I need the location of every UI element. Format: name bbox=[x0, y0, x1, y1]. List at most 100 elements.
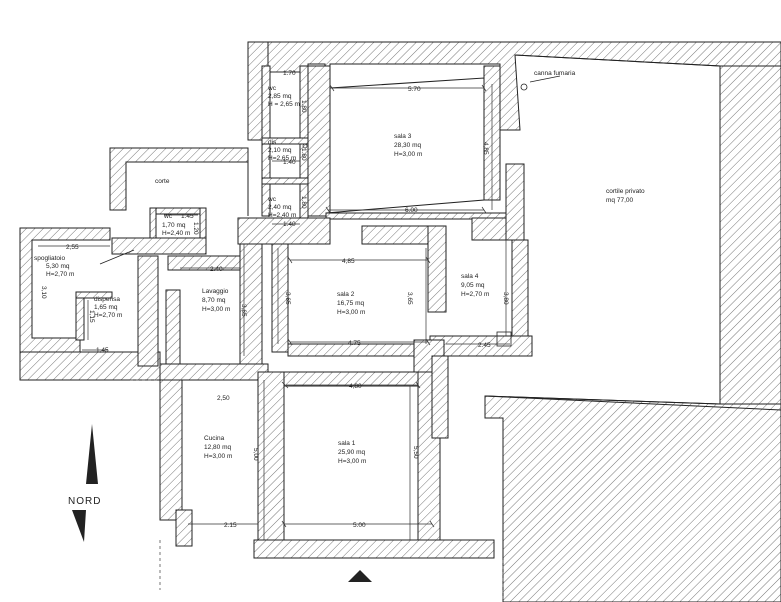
dim-180b: 1.80 bbox=[300, 148, 307, 161]
wall-wc-div1 bbox=[261, 137, 309, 145]
dim-475: 4.75 bbox=[348, 340, 361, 347]
dis-height: H=2,65 m bbox=[268, 155, 296, 162]
cucina-name: Cucina bbox=[204, 435, 225, 442]
wall-dispensa-left bbox=[75, 291, 85, 341]
dashed-boundaries bbox=[130, 379, 504, 602]
sala2-area: 16,75 mq bbox=[337, 300, 364, 307]
spogliatoio-area: 5,30 mq bbox=[46, 263, 70, 270]
dim-180a: 1.80 bbox=[300, 100, 307, 113]
dimension-labels: 5.70 6.00 1.70 1.40 1.40 1.45 2,55 1,45 … bbox=[40, 70, 509, 529]
dispensa-area: 1,65 mq bbox=[94, 304, 118, 311]
sala1-area: 25,90 mq bbox=[338, 449, 365, 456]
wall-sala4-topright bbox=[505, 163, 525, 241]
dim-485: 4,85 bbox=[342, 258, 355, 265]
sala3-height: H=3,00 m bbox=[394, 151, 422, 158]
wc-top-area: 2,85 mq bbox=[268, 93, 292, 100]
dim-145: 1.45 bbox=[181, 213, 194, 220]
outer-walls bbox=[19, 41, 781, 602]
room-labels: sala 3 28,30 mq H=3,00 m sala 2 16,75 mq… bbox=[34, 70, 645, 465]
north-arrow: NORD bbox=[68, 424, 101, 542]
north-label: NORD bbox=[68, 496, 101, 507]
dim-180c: 1.80 bbox=[300, 196, 307, 209]
wall-spogliatoio bbox=[19, 227, 111, 353]
dim-245: 2.45 bbox=[478, 342, 491, 349]
dim-170: 1.70 bbox=[283, 70, 296, 77]
dim-550b: 5,50 bbox=[412, 446, 419, 459]
north-arrow-upper bbox=[86, 424, 98, 484]
dis-name: dis bbox=[268, 139, 277, 146]
dis-area: 2,10 mq bbox=[268, 147, 292, 154]
dim-365b: 3,65 bbox=[284, 292, 291, 305]
dim-600: 6.00 bbox=[405, 207, 418, 214]
dimension-lines bbox=[38, 71, 510, 540]
wall-cucina-left bbox=[159, 379, 183, 521]
wall-sala4-right bbox=[511, 239, 529, 341]
dim-570: 5.70 bbox=[408, 86, 421, 93]
sala1-height: H=3,00 m bbox=[338, 458, 366, 465]
sala2-name: sala 2 bbox=[337, 291, 355, 298]
cucina-area: 12,80 mq bbox=[204, 444, 231, 451]
lavaggio-area: 8,70 mq bbox=[202, 297, 226, 304]
chimney-circle bbox=[520, 83, 528, 91]
wc-mid-area: 2,40 mq bbox=[268, 204, 292, 211]
wall-bottom-right bbox=[484, 395, 781, 602]
dim-380: 3,80 bbox=[502, 292, 509, 305]
dim-365a: 3,65 bbox=[240, 304, 247, 317]
dim-250: 2,50 bbox=[217, 395, 230, 402]
wall-lavaggio-left bbox=[165, 289, 181, 365]
wall-cucina-right bbox=[257, 371, 285, 551]
cucina-height: H=3,00 m bbox=[204, 453, 232, 460]
wc-small-height: H=2,40 m bbox=[162, 230, 190, 237]
chimney-box bbox=[496, 331, 512, 347]
dim-145b: 1,45 bbox=[96, 347, 109, 354]
wall-cucina-top bbox=[159, 363, 269, 381]
dim-120: 1.20 bbox=[192, 222, 199, 235]
wall-wcsmall-top bbox=[149, 207, 207, 215]
wc-top-height: H = 2,65 m bbox=[268, 101, 300, 108]
dim-240: 2.40 bbox=[210, 266, 223, 273]
wall-dispensa-top bbox=[75, 291, 113, 299]
wall-wc-thick bbox=[307, 65, 331, 217]
canna-leader bbox=[529, 75, 561, 83]
wall-cucina-bl bbox=[175, 509, 193, 547]
canna-fumaria-label: canna fumaria bbox=[534, 70, 576, 77]
spogliatoio-height: H=2,70 m bbox=[46, 271, 74, 278]
wall-bottom bbox=[253, 539, 495, 559]
dim-215: 2.15 bbox=[224, 522, 237, 529]
corte-outline bbox=[126, 161, 249, 216]
dim-255: 2,55 bbox=[66, 244, 79, 251]
sala3-outline bbox=[325, 77, 485, 214]
dim-500v: 5,00 bbox=[252, 448, 259, 461]
wall-lavaggio-top2 bbox=[167, 255, 241, 271]
north-arrow-lower bbox=[72, 510, 86, 542]
dim-140b: 1.40 bbox=[283, 221, 296, 228]
lavaggio-name: Lavaggio bbox=[202, 288, 229, 295]
wc-mid-name: wc bbox=[267, 196, 277, 203]
entrance-marker-icon bbox=[348, 570, 372, 582]
wc-small-area: 1,70 mq bbox=[162, 222, 186, 229]
sala4-height: H=2,70 m bbox=[461, 291, 489, 298]
wall-wcsmall-right bbox=[199, 207, 207, 243]
sala1-name: sala 1 bbox=[338, 440, 356, 447]
dispensa-name: dispensa bbox=[94, 296, 120, 303]
sala4-name: sala 4 bbox=[461, 273, 479, 280]
fixture-dot bbox=[302, 143, 308, 149]
wall-wc-div2 bbox=[261, 177, 309, 185]
door-leaf bbox=[99, 249, 135, 265]
dim-485v: 4,85 bbox=[482, 142, 489, 155]
dim-480: 4,80 bbox=[349, 383, 362, 390]
lavaggio-height: H=3,00 m bbox=[202, 306, 230, 313]
sala4-area: 9,05 mq bbox=[461, 282, 485, 289]
wall-right bbox=[719, 65, 781, 405]
dim-500: 5.00 bbox=[353, 522, 366, 529]
dim-115: 1,15 bbox=[88, 310, 95, 323]
wall-spogliatoio-right bbox=[137, 255, 159, 367]
dim-365c: 3,65 bbox=[406, 292, 413, 305]
interior-walls bbox=[75, 65, 533, 559]
dim-140a: 1.40 bbox=[283, 159, 296, 166]
wc-mid-height: H=2,40 m bbox=[268, 212, 296, 219]
cortile-name: cortile privato bbox=[606, 188, 645, 195]
sala3-area: 28,30 mq bbox=[394, 142, 421, 149]
wall-sala1-rightup bbox=[431, 355, 449, 439]
